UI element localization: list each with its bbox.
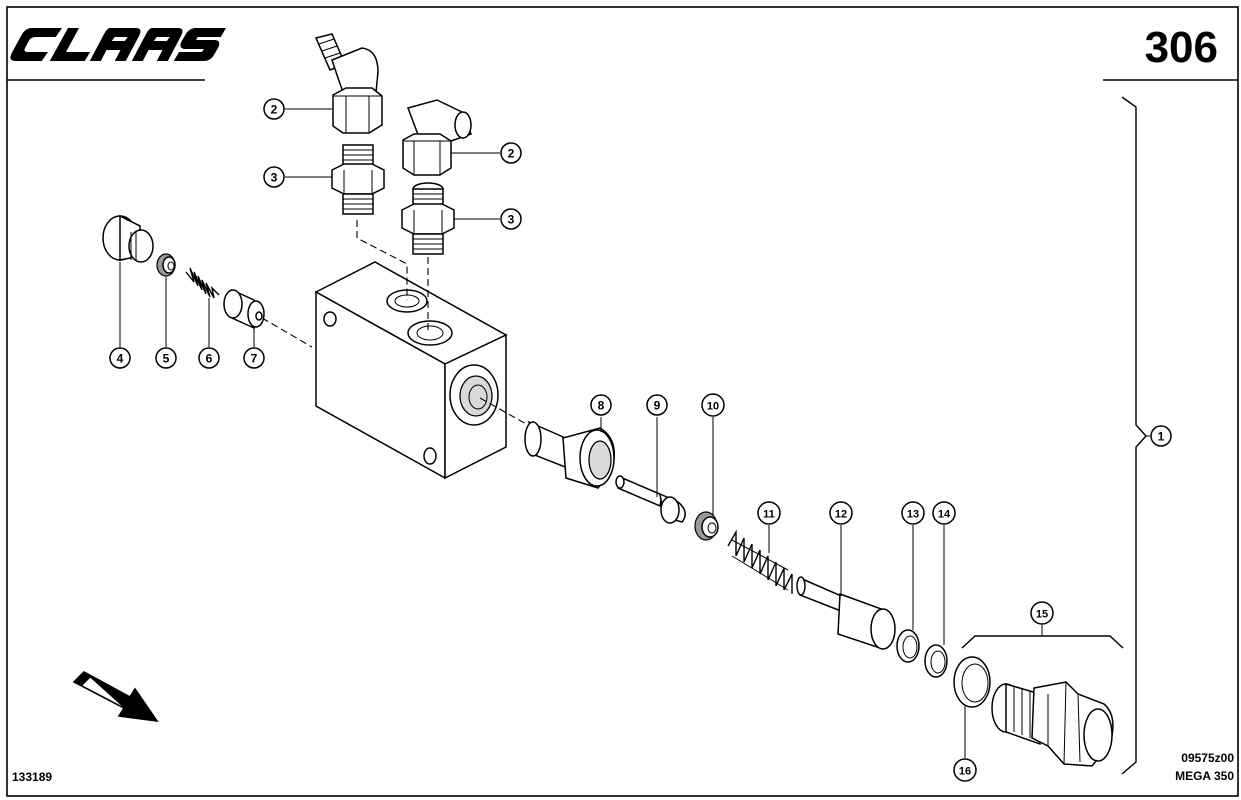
callout-1: 1	[1150, 425, 1172, 447]
plunger	[796, 576, 896, 650]
footer-left-code: 133189	[12, 770, 52, 784]
callout-6: 6	[198, 347, 220, 369]
axis-right	[479, 397, 529, 426]
callout-11: 11	[757, 501, 781, 525]
elbow-fitting-b	[402, 99, 472, 176]
svg-text:8: 8	[598, 399, 605, 413]
axis-left	[261, 317, 313, 348]
callout-5: 5	[155, 347, 177, 369]
callout-2b: 2	[500, 142, 522, 164]
svg-text:12: 12	[835, 509, 847, 521]
svg-text:4: 4	[117, 352, 124, 366]
valve-pin	[615, 475, 686, 524]
callout-2a: 2	[263, 98, 285, 120]
small-spring	[185, 267, 220, 299]
valve-sleeve	[524, 420, 615, 489]
arrow-down-right-icon	[72, 671, 159, 723]
callout-13: 13	[901, 501, 925, 525]
callout-15: 15	[1030, 601, 1054, 625]
callout-12: 12	[829, 501, 853, 525]
svg-text:3: 3	[508, 213, 515, 227]
svg-text:1: 1	[1158, 430, 1165, 444]
svg-text:9: 9	[654, 399, 661, 413]
svg-text:2: 2	[508, 147, 515, 161]
callout-4: 4	[109, 347, 131, 369]
o-ring-16	[953, 656, 991, 708]
nipple-a	[331, 144, 385, 215]
page-frame	[6, 6, 1239, 797]
claas-logo	[10, 28, 226, 61]
svg-text:7: 7	[251, 352, 258, 366]
cap-nut	[991, 681, 1114, 767]
callout-3a: 3	[263, 166, 285, 188]
valve-block	[314, 261, 508, 480]
callout-9: 9	[646, 394, 668, 416]
page-number: 306	[1145, 23, 1218, 72]
axis-top-a	[356, 220, 408, 300]
callout-16: 16	[953, 758, 977, 782]
callout-8: 8	[590, 394, 612, 416]
assembly-bracket	[1121, 96, 1147, 775]
callout-7: 7	[243, 347, 265, 369]
callout-14: 14	[932, 501, 956, 525]
svg-text:2: 2	[271, 103, 278, 117]
small-seal	[156, 253, 176, 277]
callout-3b: 3	[500, 208, 522, 230]
svg-text:16: 16	[959, 766, 971, 778]
svg-text:15: 15	[1036, 609, 1048, 621]
callout-10: 10	[701, 393, 725, 417]
svg-text:10: 10	[707, 401, 719, 413]
main-spring	[727, 529, 793, 594]
svg-text:5: 5	[163, 352, 170, 366]
plug-screw	[102, 214, 154, 263]
svg-text:3: 3	[271, 171, 278, 185]
valve-washer	[694, 511, 719, 541]
footer-drawing-code: 09575z00	[1181, 751, 1234, 765]
svg-text:14: 14	[938, 509, 951, 521]
elbow-fitting-a	[314, 33, 383, 134]
group-bracket-15	[961, 635, 1124, 649]
svg-text:13: 13	[907, 509, 919, 521]
leader-lines	[119, 108, 1150, 758]
nipple-b	[401, 182, 455, 255]
footer-model: MEGA 350	[1175, 769, 1234, 783]
svg-text:6: 6	[206, 352, 213, 366]
svg-text:11: 11	[763, 509, 775, 521]
small-piston	[223, 288, 265, 330]
